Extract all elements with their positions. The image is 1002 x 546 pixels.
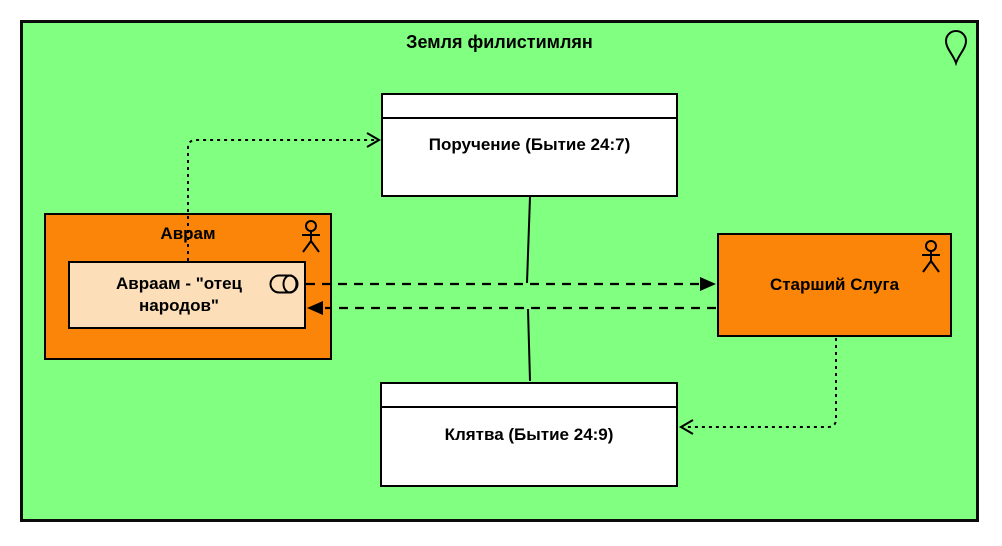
location-title: Земля филистимлян [406, 32, 593, 52]
node-avram[interactable]: Аврам Авраам - "отец народов" [44, 213, 332, 360]
compartment-divider [382, 406, 676, 408]
node-klyatva[interactable]: Клятва (Бытие 24:9) [380, 382, 678, 487]
role-cylinder-icon [269, 274, 299, 294]
actor-icon [922, 240, 940, 273]
actor-icon [302, 220, 320, 253]
node-poruchenie-label: Поручение (Бытие 24:7) [428, 135, 631, 154]
node-avraam-role-label: Авраам - "отец народов" [116, 273, 242, 315]
location-pin-icon [944, 30, 968, 66]
node-avraam-role[interactable]: Авраам - "отец народов" [68, 261, 306, 329]
compartment-divider [383, 117, 676, 119]
node-avram-label: Аврам [160, 224, 216, 243]
location-container-zemlya-filistimlyan[interactable]: Земля филистимлян Аврам Авраам - "отец н… [20, 20, 979, 522]
node-klyatva-label: Клятва (Бытие 24:9) [444, 424, 614, 444]
node-starshiy-sluga[interactable]: Старший Слуга [717, 233, 952, 337]
node-starshiy-sluga-label: Старший Слуга [769, 275, 900, 294]
node-poruchenie[interactable]: Поручение (Бытие 24:7) [381, 93, 678, 197]
